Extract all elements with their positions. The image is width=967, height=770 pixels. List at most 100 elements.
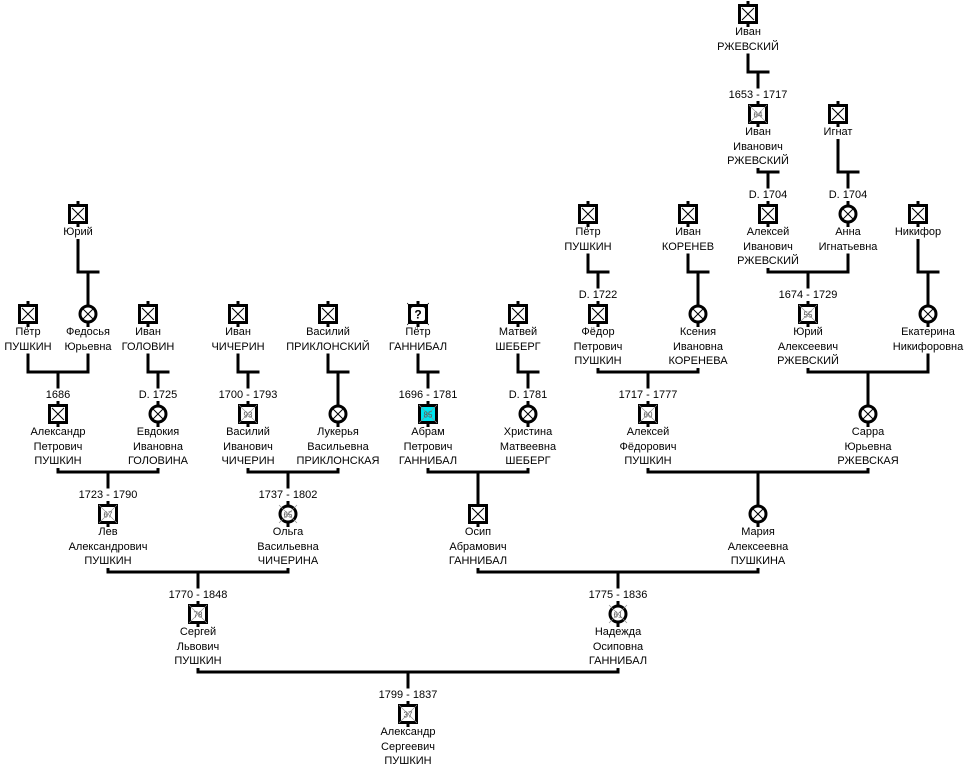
person-name: Христина [503, 426, 553, 438]
female-icon[interactable] [687, 301, 709, 327]
male-icon[interactable] [467, 501, 489, 527]
person-name-line: ПРИКЛОНСКАЯ [296, 455, 380, 467]
life-dates: 1770 - 1848 [168, 589, 228, 601]
life-dates: 1737 - 1802 [258, 489, 318, 501]
person-name-line: ПУШКИН [624, 455, 672, 467]
male-icon[interactable]: 5555 [797, 301, 819, 327]
person-name-line: ПУШКИН [84, 555, 132, 567]
person-name-line: Васильевна [307, 440, 369, 453]
person-name-line: ШЕБЕРГ [495, 340, 541, 353]
person-name-line: РЖЕВСКИЙ [777, 355, 839, 367]
female-icon[interactable] [147, 401, 169, 427]
female-icon[interactable] [917, 301, 939, 327]
person-name: Евдокия [136, 426, 180, 438]
male-icon[interactable] [67, 201, 89, 227]
person-name: Лукерья [317, 426, 359, 438]
person-name-line: Иванович [733, 140, 783, 153]
person-name-line: Ивановна [673, 340, 723, 353]
person-name: Сарра [851, 426, 885, 438]
male-icon[interactable] [317, 301, 339, 327]
male-icon[interactable] [577, 201, 599, 227]
male-icon[interactable] [227, 301, 249, 327]
female-icon[interactable]: 6161 [607, 601, 629, 627]
person-name-line: ПУШКИН [174, 655, 222, 667]
male-icon[interactable] [137, 301, 159, 327]
person-name: Иван [735, 26, 761, 38]
male-icon[interactable] [757, 201, 779, 227]
person-name-line: Петрович [573, 340, 623, 353]
person-name-line: ПУШКИН [34, 455, 82, 467]
person-name-line: ГОЛОВИНА [127, 455, 189, 467]
person-name-line: ЧИЧЕРИН [211, 340, 265, 353]
person-name-line: Юрьевна [64, 340, 112, 353]
person-name: Матвей [498, 326, 538, 338]
person-name-line: Алексеевна [727, 540, 789, 553]
person-name-line: Александрович [68, 540, 148, 553]
person-name: Василий [306, 326, 350, 338]
person-name-line: ГАННИБАЛ [398, 455, 458, 467]
person-name: Иван [135, 326, 161, 338]
svg-text:65: 65 [284, 511, 293, 520]
person-name: Надежда [594, 626, 642, 638]
person-name: Фёдор [581, 326, 615, 338]
male-icon[interactable]: 7878 [187, 601, 209, 627]
male-icon[interactable] [907, 201, 929, 227]
male-icon[interactable] [47, 401, 69, 427]
unknown-male-icon[interactable]: ? [406, 301, 430, 327]
person-name-line: ГАННИБАЛ [388, 340, 448, 353]
person-name-line: Иванович [743, 240, 793, 253]
person-name: Ольга [272, 526, 304, 538]
male-icon[interactable]: 6060 [637, 401, 659, 427]
male-icon[interactable] [587, 301, 609, 327]
person-name-line: Сергеевич [381, 740, 435, 753]
male-icon[interactable] [737, 1, 759, 27]
male-icon[interactable] [677, 201, 699, 227]
male-icon[interactable] [827, 101, 849, 127]
male-icon[interactable]: 6767 [97, 501, 119, 527]
female-icon[interactable] [77, 301, 99, 327]
person-name-line: ГАННИБАЛ [588, 655, 648, 667]
person-name: Пётр [15, 326, 41, 338]
person-name-line: РЖЕВСКИЙ [717, 40, 779, 53]
female-icon[interactable]: 6565 [277, 501, 299, 527]
life-dates: D. 1781 [508, 389, 548, 401]
person-name-line: Никифоровна [892, 340, 964, 353]
svg-text:93: 93 [244, 411, 253, 420]
person-name-line: ПУШКИНА [730, 555, 786, 567]
male-icon[interactable]: 9393 [237, 401, 259, 427]
male-icon[interactable]: 8585 [417, 401, 439, 427]
life-dates: D. 1704 [828, 189, 868, 201]
male-icon[interactable]: 3737 [397, 701, 419, 727]
life-dates: 1723 - 1790 [78, 489, 138, 501]
person-name: Пётр [405, 326, 431, 338]
female-icon[interactable] [327, 401, 349, 427]
svg-text:64: 64 [754, 111, 763, 120]
male-icon[interactable] [17, 301, 39, 327]
life-dates: D. 1725 [138, 389, 178, 401]
female-icon[interactable] [837, 201, 859, 227]
female-icon[interactable] [517, 401, 539, 427]
person-name: Иван [745, 126, 771, 138]
svg-text:60: 60 [644, 411, 653, 420]
person-name: Пётр [575, 226, 601, 238]
person-name: Алексей [626, 426, 670, 438]
person-name-line: КОРЕНЕВА [668, 355, 728, 367]
svg-text:?: ? [414, 308, 421, 322]
person-name-line: РЖЕВСКИЙ [727, 155, 789, 167]
male-icon[interactable] [507, 301, 529, 327]
person-name-line: ШЕБЕРГ [505, 455, 551, 467]
female-icon[interactable] [747, 501, 769, 527]
person-name-line: ПУШКИН [4, 340, 52, 353]
person-name-line: ЧИЧЕРИН [221, 455, 275, 467]
svg-text:37: 37 [404, 711, 413, 720]
life-dates: 1799 - 1837 [378, 689, 438, 701]
person-name-line: ЧИЧЕРИНА [257, 555, 319, 567]
female-icon[interactable] [857, 401, 879, 427]
person-name-line: ПУШКИН [564, 240, 612, 253]
person-name-line: ПУШКИН [574, 355, 622, 367]
person-name-line: КОРЕНЕВ [661, 240, 715, 253]
person-name: Абрам [411, 426, 445, 438]
person-name-line: Абрамович [449, 540, 507, 553]
male-icon[interactable]: 6464 [747, 101, 769, 127]
